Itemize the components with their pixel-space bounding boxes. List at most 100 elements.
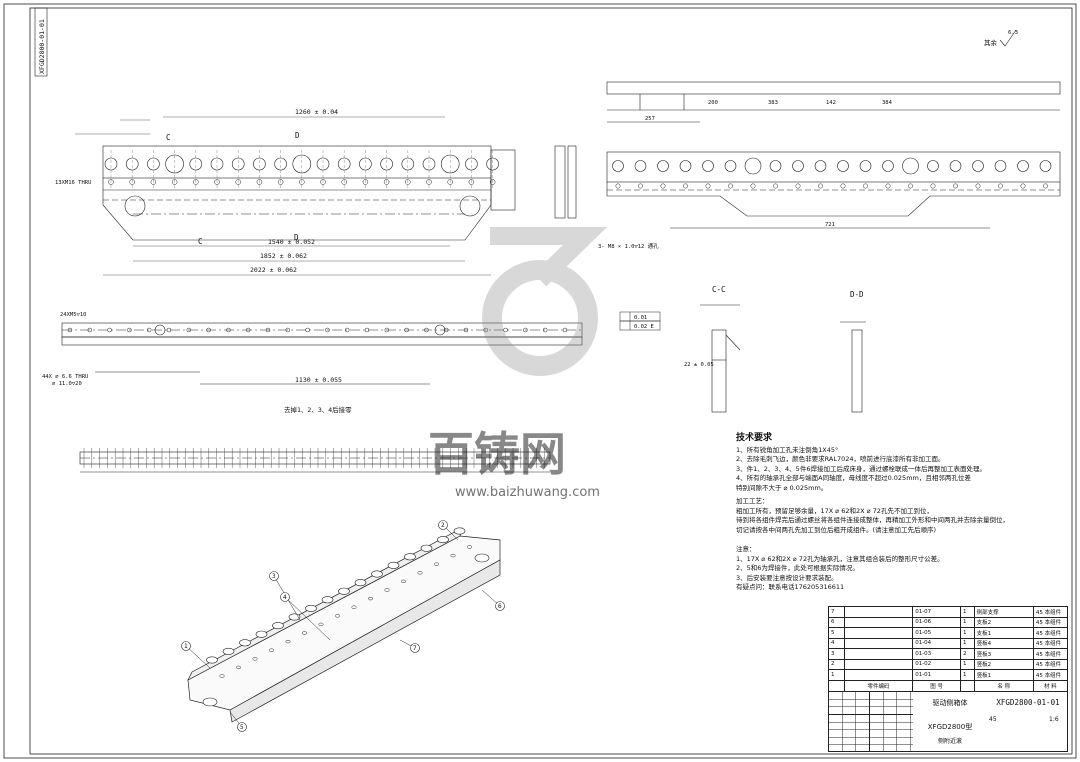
bolt-hole [214,179,220,185]
dim-1540: 1540 ± 0.052 [268,238,315,246]
plan-hole [127,327,132,333]
hdr-no: 图 号 [912,679,961,692]
bom-name: 竖板3 [973,648,1034,660]
note-item: 3、后安装要注意按设计要求装配。 [736,573,838,582]
bom-code: 01-03 [912,648,961,660]
note-title: 注意： [736,545,756,553]
bearing-hole [147,157,160,171]
end-bore [124,195,146,217]
bolt-hole [129,179,135,185]
side-hole [994,160,1007,172]
note-m8-holes: 3- M8 × 1.0▽12 通孔 [598,242,659,250]
bom-mat: 45 本组件 [1032,637,1069,649]
side-hole [837,160,849,172]
dim-1260: 1260 ± 0.04 [295,108,338,116]
iso-bolt [219,674,225,678]
bom-qty: 1 [960,606,975,618]
iso-bolt [368,596,373,601]
tech-title: 技术要求 [736,433,773,443]
svg-text:6.3: 6.3 [1008,30,1018,36]
part-balloon [438,520,448,530]
front-view-holes [104,150,499,217]
plan-hole [364,327,370,333]
iso-hole [387,561,400,569]
bom-qty: 1 [960,669,975,681]
iso-hole [272,622,284,630]
plan-hole [305,327,310,333]
side-bolt-hole [1020,183,1026,189]
bom-mat: 45 本组件 [1032,648,1069,660]
plan-hole [67,327,73,333]
side-bolt-hole [930,183,936,189]
plan-hole [344,327,350,333]
bom-no: 6 [828,616,845,628]
iso-bolt [417,571,423,575]
bolt-hole [468,179,475,185]
iso-end-bore [202,697,218,707]
side-hole [814,160,827,172]
bom-code: 01-02 [912,658,961,670]
bolt-hole [277,179,284,185]
iso-bolt [335,614,340,618]
bom-blank [843,637,914,649]
bom-code: 01-05 [912,627,961,639]
side-bolt-hole [615,183,621,189]
side-bolt-hole [705,183,711,189]
iso-end-bore [474,553,490,563]
side-hole [1039,160,1052,172]
part-balloon [410,643,420,653]
part-name: 驱动侧箱体 [932,698,968,707]
drawing-number-rotated: XFGD2800-01-01 [38,19,46,74]
title-grid [829,691,913,751]
tolerance-frame [619,311,661,331]
section-cc-title: C-C [712,285,726,294]
iso-bolt [467,545,472,549]
tech-item: 特别间隙不大于 ⌀ 0.025mm。 [736,483,828,492]
roughness-symbol: 其余 6.3 [984,29,1018,47]
bolt-hole [405,179,411,185]
scale: 1:6 [1049,715,1059,723]
bolt-hole [171,179,178,185]
iso-hole [255,630,268,638]
side-hole [744,157,762,175]
side-dim-721: 721 [825,222,835,228]
balloon-leader [284,596,331,641]
iso-hole [420,544,433,552]
watermark-logo [482,227,608,376]
tol-001: 0.01 [634,315,647,321]
dim-22: 22 ± 0.05 [684,362,714,368]
isometric-holes [202,527,490,707]
bearing-hole [253,157,266,171]
side-bolt-hole [660,183,666,189]
bom-code: 01-06 [912,616,961,628]
side-bolt-hole [840,183,846,189]
side-bolt-hole [885,183,891,189]
side-bolt-hole [683,183,688,189]
plan-hole [107,327,112,333]
side-bolt-hole [1043,183,1048,189]
iso-bolt [384,588,390,592]
balloon-label: 2 [441,522,445,529]
hdr-cell [960,679,975,692]
end-bore [459,195,481,217]
plan-hole [325,327,330,333]
bom-mat: 45 本组件 [1032,616,1069,628]
bolt-hole [193,179,199,185]
bearing-hole [210,157,224,171]
bearing-hole [337,157,351,171]
iso-hole [239,639,251,647]
bolt-hole [320,179,326,185]
plan-boss [154,324,166,336]
plan-hole [265,327,271,333]
bom-name: 竖板2 [973,658,1034,670]
bom-blank [843,658,914,670]
section-mark-c1: C [198,237,203,246]
side-bolt-hole [728,183,733,189]
bom-blank [843,648,914,660]
bearing-hole [380,157,393,171]
